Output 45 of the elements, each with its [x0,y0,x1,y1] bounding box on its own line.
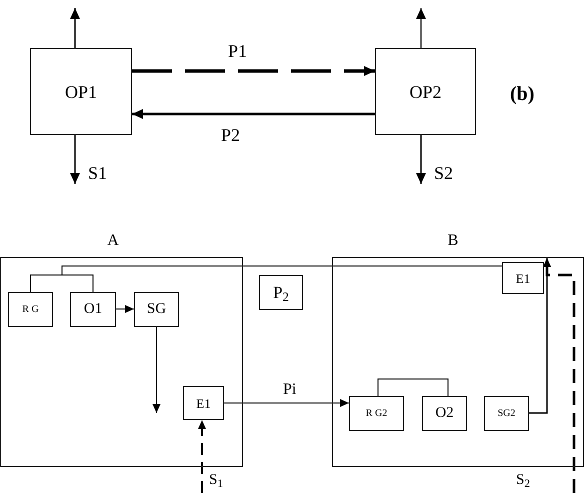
block-box [484,396,529,431]
edge-label: P2 [221,126,240,144]
block-box [259,275,303,310]
node-label: OP2 [409,82,442,100]
edge-label: S2 [434,164,454,182]
edge-label: S$_{2}$ [516,473,530,488]
arrow [70,8,80,48]
node-label: SG [146,302,166,317]
arrow [416,8,426,48]
node-label: E1 [196,396,211,410]
dashed-arrow [132,66,375,76]
block-box [30,48,132,135]
block-box [183,386,224,420]
block-box [375,48,476,135]
node-label: R G [22,304,39,314]
node-label: P$_{2}$ [273,284,289,301]
edge-label: S1 [88,164,108,182]
dashed-arrow [198,420,206,493]
block-box [349,396,404,431]
block-box [8,292,53,327]
block-box [70,292,116,327]
edge-label: Pi [283,382,296,398]
edge-label: S$_{1}$ [209,473,223,488]
arrow [132,109,375,119]
node-label: OP1 [64,82,97,100]
panel-label: (b) [510,84,534,104]
arrow [70,135,80,184]
node-label: O2 [435,406,454,421]
node-label: O1 [84,302,102,317]
node-label: SG2 [498,408,516,418]
arrow [529,258,551,414]
edge-label: P1 [228,42,248,60]
dashed-arrow [543,258,576,493]
arrow [416,135,426,184]
arrow [116,305,134,313]
node-label: E1 [516,272,530,284]
node-label: R G2 [366,408,388,418]
group-heading: A [107,233,119,249]
arrow [224,399,350,407]
arrow [152,326,160,414]
block-box [502,262,544,294]
block-box [134,292,179,327]
group-heading: B [448,233,458,249]
connector-line [378,378,448,396]
block-box [422,396,467,431]
